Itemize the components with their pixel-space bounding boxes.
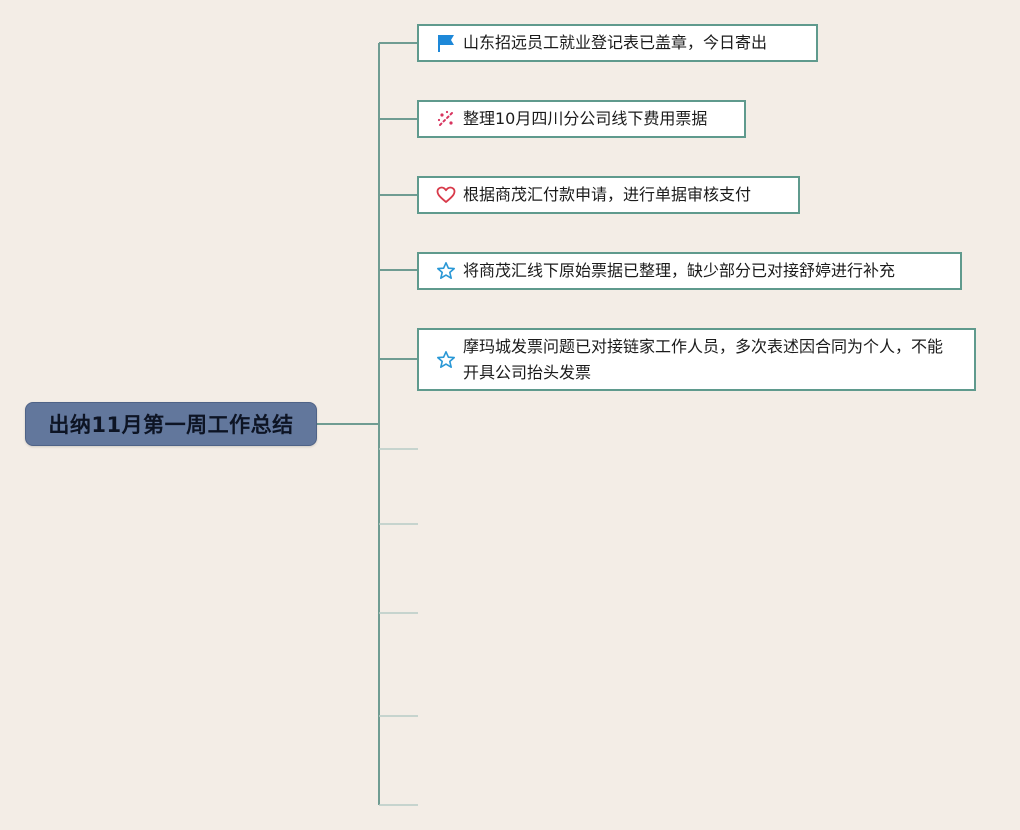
star-icon <box>435 349 457 371</box>
sparkle-icon <box>435 108 457 130</box>
root-topic-label: 出纳11月第一周工作总结 <box>48 413 294 437</box>
flag-icon <box>435 32 457 54</box>
task-label: 根据商茂汇付款申请，进行单据审核支付 <box>463 185 752 204</box>
star-icon <box>435 260 457 282</box>
task-label: 摩玛城发票问题已对接链家工作人员，多次表述因合同为个人，不能开具公司抬头发票 <box>463 336 944 382</box>
root-topic[interactable]: 出纳11月第一周工作总结 <box>25 402 317 446</box>
task-label: 整理10月四川分公司线下费用票据 <box>463 109 708 128</box>
task-node-3[interactable]: 根据商茂汇付款申请，进行单据审核支付 <box>417 176 800 214</box>
task-label: 山东招远员工就业登记表已盖章，今日寄出 <box>463 33 768 52</box>
task-node-2[interactable]: 整理10月四川分公司线下费用票据 <box>417 100 746 138</box>
task-node-4[interactable]: 将商茂汇线下原始票据已整理，缺少部分已对接舒婷进行补充 <box>417 252 962 290</box>
task-node-5[interactable]: 摩玛城发票问题已对接链家工作人员，多次表述因合同为个人，不能开具公司抬头发票 <box>417 328 976 391</box>
task-node-1[interactable]: 山东招远员工就业登记表已盖章，今日寄出 <box>417 24 818 62</box>
heart-icon <box>435 184 457 206</box>
task-label: 将商茂汇线下原始票据已整理，缺少部分已对接舒婷进行补充 <box>463 261 896 280</box>
